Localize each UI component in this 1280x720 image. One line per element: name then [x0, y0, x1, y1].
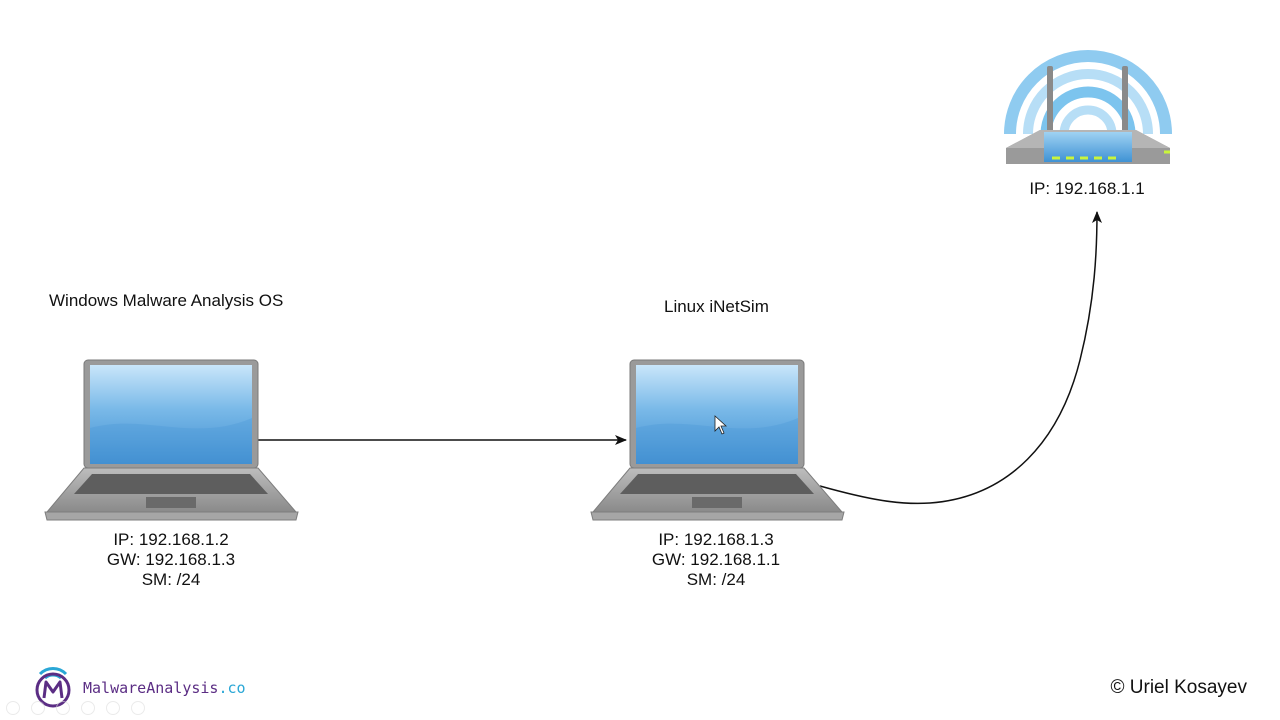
- more-icon[interactable]: [131, 701, 145, 715]
- pen-icon[interactable]: [56, 701, 70, 715]
- linux-subnet-mask: SM: /24: [686, 570, 746, 589]
- slide-toolbar: [6, 701, 156, 720]
- prev-slide-icon[interactable]: [6, 701, 20, 715]
- brand-tld: .co: [218, 679, 246, 697]
- windows-ip: IP: 192.168.1.2: [113, 530, 229, 549]
- brand-name: MalwareAnalysis: [83, 679, 219, 697]
- arrow-linux-to-router: [819, 211, 1102, 505]
- windows-subnet-mask: SM: /24: [141, 570, 201, 589]
- brand-text[interactable]: MalwareAnalysis.co: [83, 679, 246, 697]
- windows-network-info: IP: 192.168.1.2 GW: 192.168.1.3 SM: /24: [107, 530, 235, 590]
- copyright-notice: © Uriel Kosayev: [1110, 677, 1248, 698]
- router-ip: IP: 192.168.1.1: [1029, 179, 1145, 198]
- linux-gateway: GW: 192.168.1.1: [651, 550, 781, 569]
- wifi-router-icon: [1004, 50, 1172, 164]
- grid-icon[interactable]: [81, 701, 95, 715]
- linux-laptop-icon: [590, 359, 845, 521]
- windows-gateway: GW: 192.168.1.3: [106, 550, 236, 569]
- windows-laptop-icon: [44, 359, 299, 521]
- linux-network-info: IP: 192.168.1.3 GW: 192.168.1.1 SM: /24: [652, 530, 780, 590]
- linux-ip: IP: 192.168.1.3: [658, 530, 774, 549]
- linux-node-title: Linux iNetSim: [664, 297, 769, 316]
- next-slide-icon[interactable]: [31, 701, 45, 715]
- malwareanalysis-logo-icon: [35, 667, 71, 708]
- zoom-icon[interactable]: [106, 701, 120, 715]
- windows-node-title: Windows Malware Analysis OS: [49, 291, 284, 310]
